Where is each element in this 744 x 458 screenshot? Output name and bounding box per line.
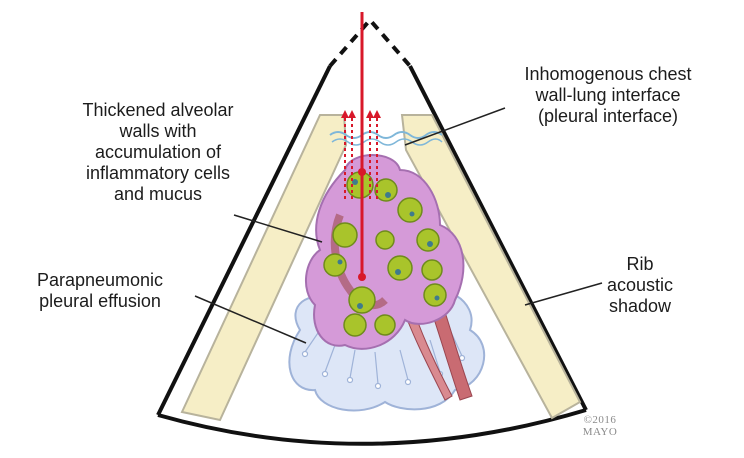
copyright-year: ©2016 bbox=[570, 414, 630, 426]
label-alveolar-line-4: inflammatory cells bbox=[58, 163, 258, 184]
label-alveolar-line-3: accumulation of bbox=[58, 142, 258, 163]
sector-dashed-apex bbox=[330, 20, 410, 66]
label-chest-wall-interface: Inhomogenous chest wall-lung interface (… bbox=[505, 64, 711, 127]
label-effusion-line-2: pleural effusion bbox=[0, 291, 200, 312]
copyright-org: MAYO bbox=[570, 426, 630, 438]
beam-focus-dot-2 bbox=[358, 273, 366, 281]
label-alveolar-line-1: Thickened alveolar bbox=[58, 100, 258, 121]
label-effusion-line-1: Parapneumonic bbox=[0, 270, 200, 291]
label-rib-line-3: shadow bbox=[590, 296, 690, 317]
label-effusion: Parapneumonic pleural effusion bbox=[0, 270, 200, 312]
label-chest-wall-line-3: (pleural interface) bbox=[505, 106, 711, 127]
label-rib-shadow: Rib acoustic shadow bbox=[590, 254, 690, 317]
label-chest-wall-line-1: Inhomogenous chest bbox=[505, 64, 711, 85]
label-chest-wall-line-2: wall-lung interface bbox=[505, 85, 711, 106]
beam-focus-dot-1 bbox=[358, 168, 366, 176]
label-rib-line-1: Rib bbox=[590, 254, 690, 275]
label-rib-line-2: acoustic bbox=[590, 275, 690, 296]
label-alveolar-walls: Thickened alveolar walls with accumulati… bbox=[58, 100, 258, 205]
copyright-mark: ©2016 MAYO bbox=[570, 414, 630, 438]
label-alveolar-line-2: walls with bbox=[58, 121, 258, 142]
label-alveolar-line-5: and mucus bbox=[58, 184, 258, 205]
